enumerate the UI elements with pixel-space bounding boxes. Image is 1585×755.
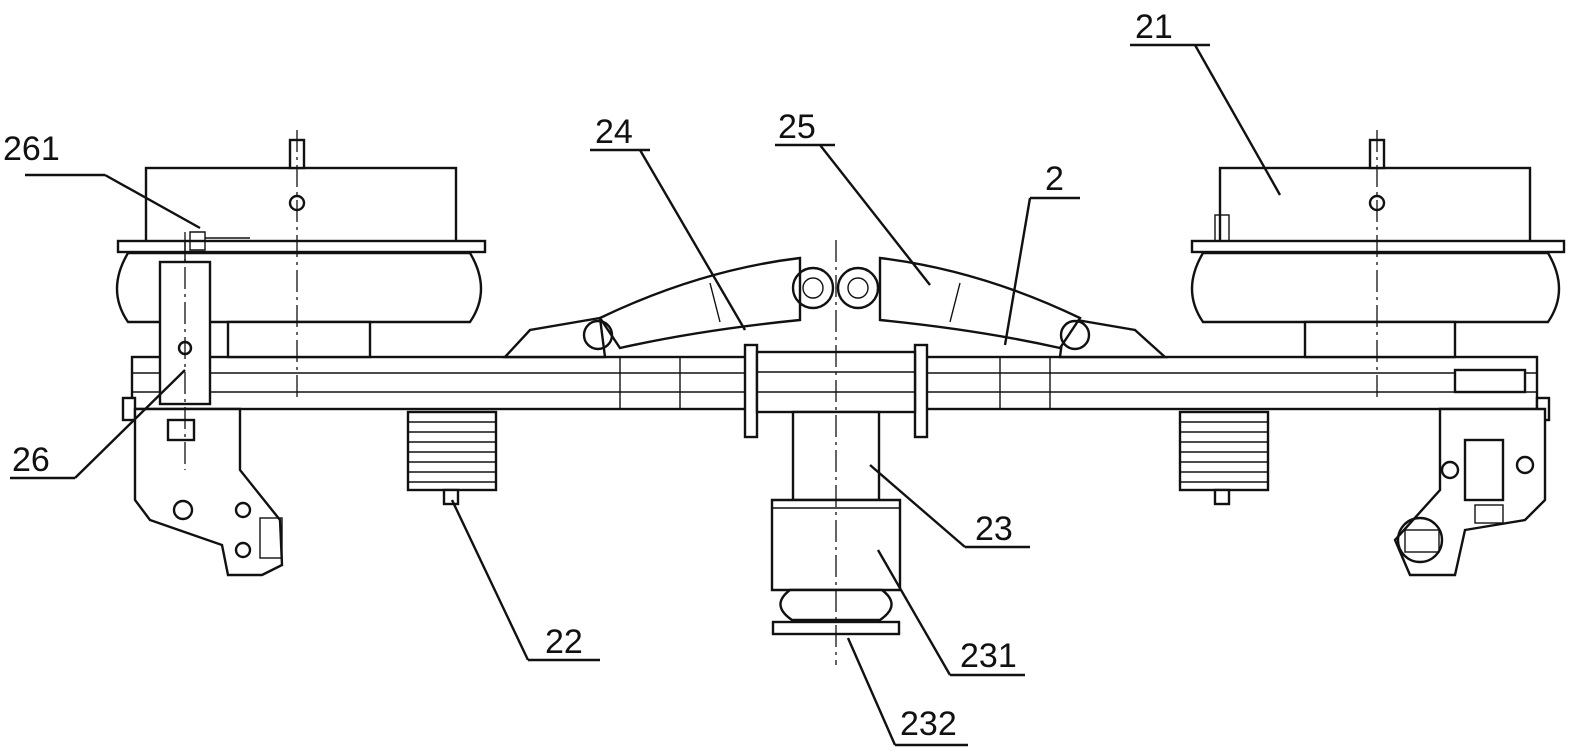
- left-bellows: [406, 410, 498, 506]
- label-22: 22: [545, 623, 583, 661]
- label-23: 23: [975, 510, 1013, 548]
- center-lines: [184, 130, 1378, 665]
- label-25: 25: [778, 108, 816, 146]
- label-2: 2: [1045, 160, 1064, 198]
- left-hanger-bracket: [133, 231, 284, 577]
- leaf-spring-assembly: [502, 256, 1169, 359]
- right-bellows: [1178, 410, 1270, 506]
- label-26: 26: [12, 441, 50, 479]
- label-231: 231: [960, 637, 1017, 675]
- label-232: 232: [900, 705, 957, 743]
- label-261: 261: [3, 130, 60, 168]
- center-bracket: [743, 343, 929, 439]
- right-hanger-bracket: [1393, 368, 1547, 577]
- label-24: 24: [595, 113, 633, 151]
- leader-lines: [10, 43, 1282, 747]
- label-21: 21: [1135, 8, 1173, 46]
- right-air-spring: [1190, 138, 1566, 359]
